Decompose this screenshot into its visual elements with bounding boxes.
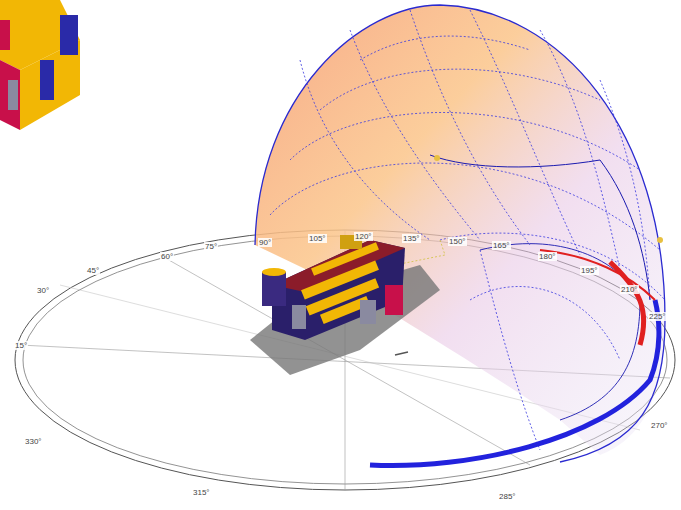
bearing-label: 330° (24, 437, 43, 446)
bearing-label: 15° (14, 341, 28, 350)
bearing-label: 180° (538, 252, 557, 261)
bearing-label: 60° (160, 252, 174, 261)
bearing-label: 30° (36, 286, 50, 295)
bearing-label: 90° (258, 238, 272, 247)
bearing-label: 225° (648, 312, 667, 321)
bearing-label: 210° (620, 285, 639, 294)
bearing-label: 195° (580, 266, 599, 275)
bearing-label: 315° (192, 488, 211, 497)
bearing-label: 120° (354, 232, 373, 241)
bearing-label: 270° (650, 421, 669, 430)
bearing-label: 75° (204, 242, 218, 251)
central-building (250, 235, 440, 375)
bearing-label: 165° (492, 241, 511, 250)
bearing-label: 105° (308, 234, 327, 243)
sky-dome (255, 5, 665, 462)
bearing-label: 45° (86, 266, 100, 275)
bearing-label: 285° (498, 492, 517, 501)
bearing-label: 150° (448, 237, 467, 246)
bearing-label: 135° (402, 234, 421, 243)
cropped-building (0, 0, 80, 130)
